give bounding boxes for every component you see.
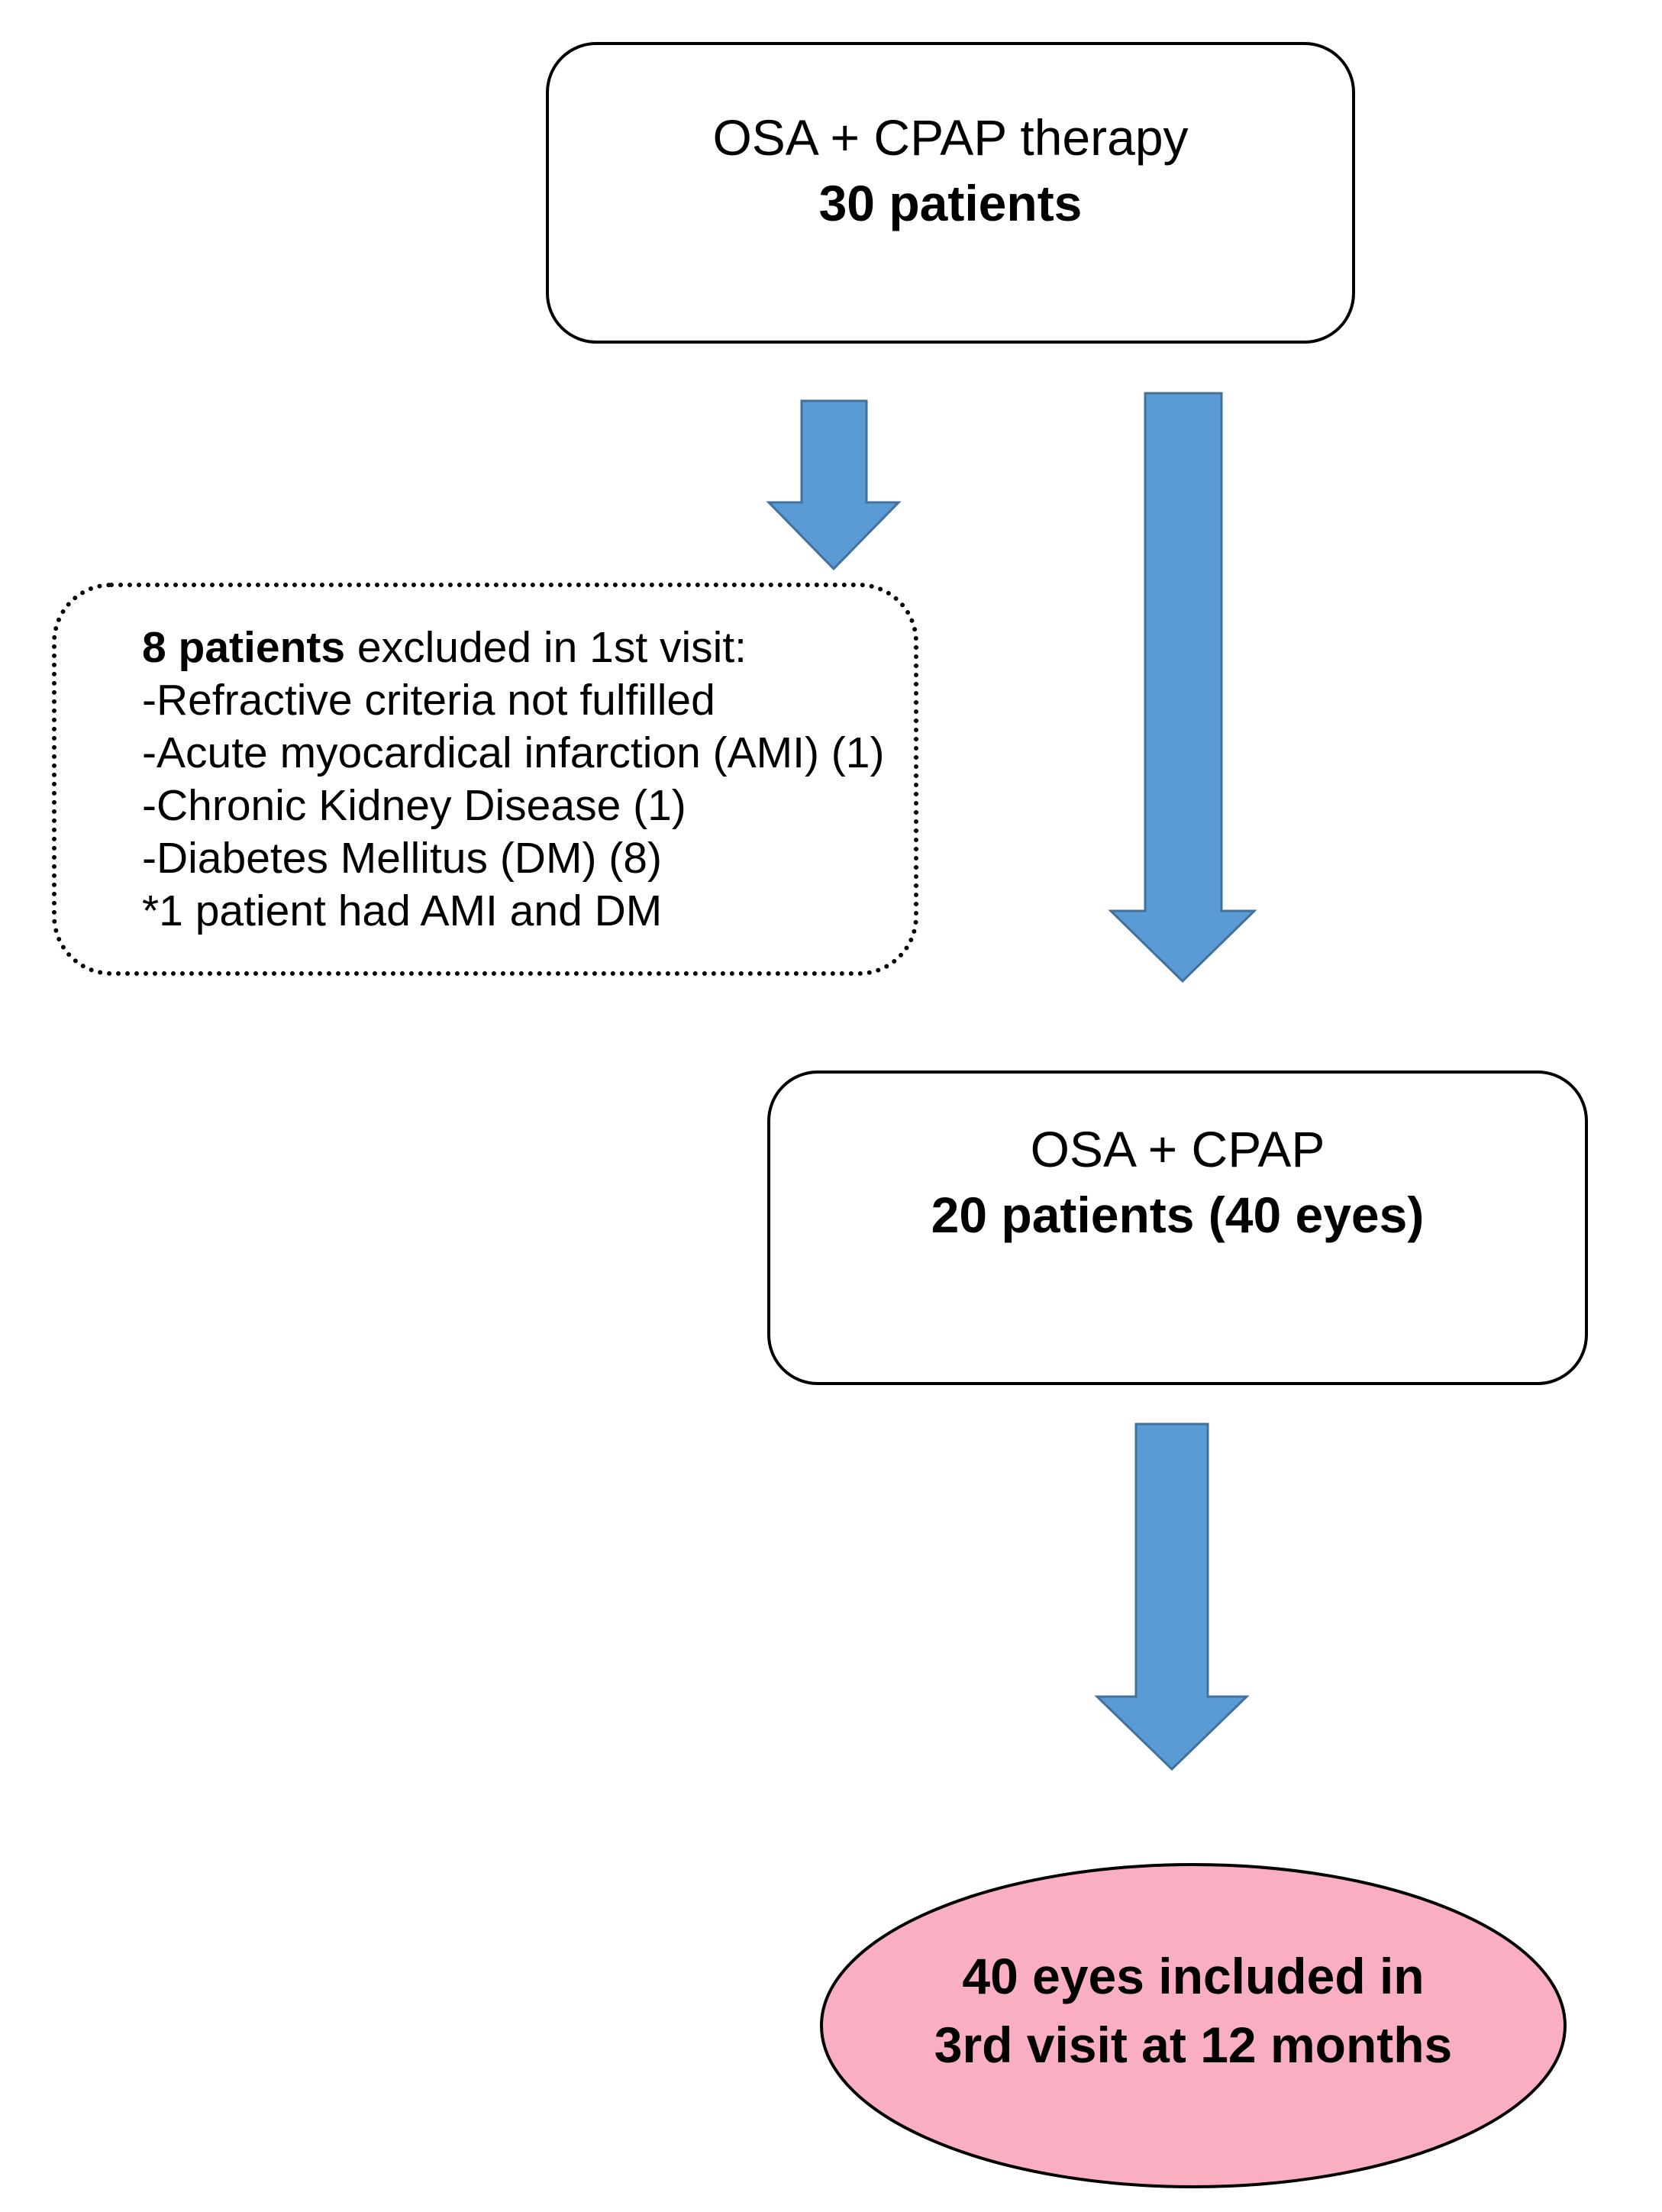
excluded-item: -Refractive criteria not fulfilled: [142, 676, 715, 725]
down-arrow-icon-top-to-excluded: [766, 399, 902, 571]
excluded-heading-count: 8 patients: [142, 623, 346, 672]
excluded-item: -Diabetes Mellitus (DM) (8): [142, 834, 662, 883]
node-count: 30 patients: [818, 174, 1083, 231]
node-count: 20 patients (40 eyes): [931, 1187, 1425, 1243]
final-ellipse-shape: [820, 1863, 1567, 2188]
excluded-item: -Chronic Kidney Disease (1): [142, 781, 686, 830]
node-excluded-patients: 8 patients excluded in 1st visit: -Refra…: [52, 583, 918, 976]
excluded-heading-rest: excluded in 1st visit:: [345, 623, 747, 672]
node-final-eyes-included: 40 eyes included in 3rd visit at 12 mont…: [821, 1865, 1565, 2186]
node-osa-cpap-therapy: OSA + CPAP therapy 30 patients: [546, 42, 1355, 344]
down-arrow-icon-top-to-middle: [1108, 392, 1257, 983]
final-line-2: 3rd visit at 12 months: [934, 2017, 1453, 2073]
node-osa-cpap-included: OSA + CPAP 20 patients (40 eyes): [767, 1070, 1588, 1385]
excluded-item: -Acute myocardical infarction (AMI) (1): [142, 728, 885, 777]
node-title: OSA + CPAP: [1030, 1121, 1325, 1177]
excluded-item: *1 patient had AMI and DM: [142, 886, 663, 935]
down-arrow-icon-middle-to-ellipse: [1094, 1422, 1250, 1771]
excluded-heading: 8 patients excluded in 1st visit:: [142, 622, 899, 674]
final-line-1: 40 eyes included in: [962, 1948, 1425, 2004]
node-title: OSA + CPAP therapy: [712, 108, 1189, 166]
